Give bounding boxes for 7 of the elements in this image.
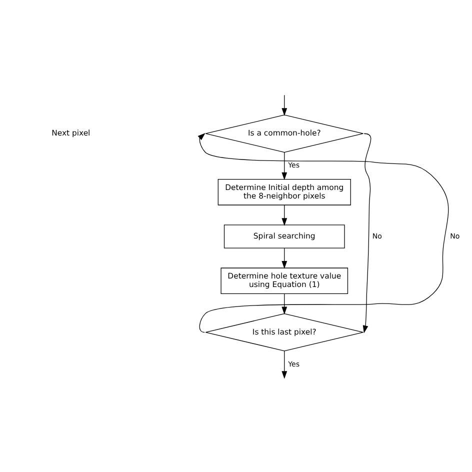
arrow: [282, 247, 288, 268]
arrow: [282, 152, 288, 180]
arrow: [282, 293, 288, 314]
arrow: [282, 350, 288, 378]
arrow: [282, 204, 288, 226]
arrow: [198, 132, 449, 332]
arrow: [282, 94, 288, 116]
